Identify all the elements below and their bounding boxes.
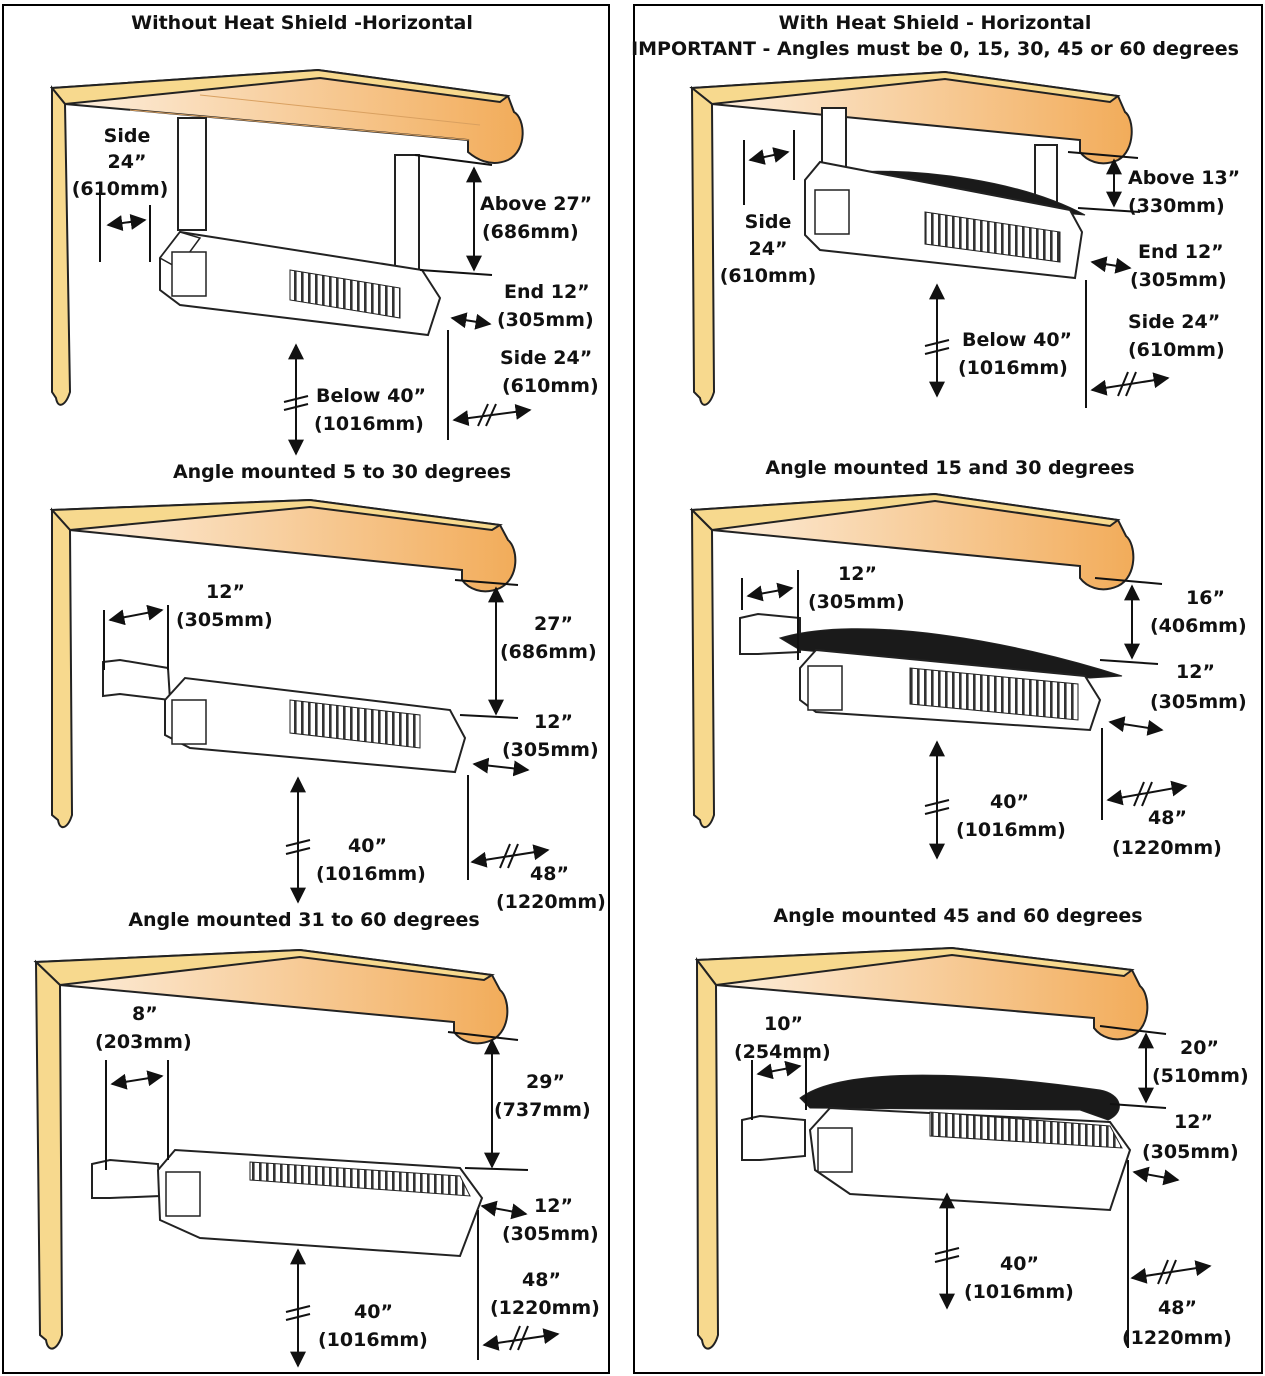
label-side-clearance-mm: (1220mm) [1112, 837, 1222, 859]
label-above-clearance: 20” [1180, 1037, 1219, 1059]
dimension-lines [103, 579, 550, 904]
right-diagram-1: Side 24” (610mm) Above 13” (330mm) End 1… [689, 70, 1240, 408]
label-side2-clearance-mm: (610mm) [502, 375, 599, 397]
label-side-clearance: 48” [1148, 807, 1187, 829]
label-below-clearance-mm: (1016mm) [314, 413, 424, 435]
heater-unit [158, 117, 442, 337]
right-diagram-3: 10” (254mm) 20” (510mm) 12” (305mm) 40” … [695, 946, 1249, 1350]
label-above-clearance-mm: (737mm) [494, 1099, 591, 1121]
dimension-lines [741, 570, 1188, 860]
ceiling-structure [689, 70, 1133, 406]
dimension-lines [751, 1025, 1212, 1348]
right-title-angle-45-60: Angle mounted 45 and 60 degrees [773, 905, 1142, 927]
label-side-clearance: Side [104, 125, 151, 147]
label-below-clearance: Below 40” [962, 329, 1072, 351]
dimension-lines [743, 130, 1170, 408]
label-wall-clearance-mm: (254mm) [734, 1041, 831, 1063]
label-above-clearance-mm: (406mm) [1150, 615, 1247, 637]
label-above-clearance-mm: (330mm) [1128, 195, 1225, 217]
label-above-clearance: 16” [1186, 587, 1225, 609]
label-wall-clearance-mm: (305mm) [808, 591, 905, 613]
label-end-clearance: 12” [534, 1195, 573, 1217]
label-side-clearance-mm: (610mm) [72, 178, 169, 200]
label-side-clearance-mm: (1220mm) [1122, 1327, 1232, 1349]
right-diagram-2: 12” (305mm) 16” (406mm) 12” (305mm) 40” … [689, 492, 1247, 860]
ceiling-structure [689, 492, 1135, 829]
label-end-clearance-mm: (305mm) [502, 739, 599, 761]
ceiling-structure [50, 68, 524, 406]
label-below-clearance: 40” [348, 835, 387, 857]
label-above-clearance: Above 13” [1128, 167, 1240, 189]
label-wall-clearance: 12” [206, 581, 245, 603]
label-side-clearance-in: 24” [749, 238, 788, 260]
label-wall-clearance: 12” [838, 563, 877, 585]
label-side2-clearance: Side 24” [1128, 311, 1220, 333]
label-above-clearance-mm: (510mm) [1152, 1065, 1249, 1087]
label-side-clearance: 48” [1158, 1297, 1197, 1319]
label-wall-clearance: 8” [132, 1003, 158, 1025]
right-title-angle-15-30: Angle mounted 15 and 30 degrees [765, 457, 1134, 479]
label-end-clearance: End 12” [1138, 241, 1224, 263]
label-end-clearance: End 12” [504, 281, 590, 303]
label-side-clearance: 48” [530, 863, 569, 885]
label-below-clearance-mm: (1016mm) [964, 1281, 1074, 1303]
label-above-clearance-mm: (686mm) [500, 641, 597, 663]
label-end-clearance: 12” [1176, 661, 1215, 683]
left-title-angle-31-60: Angle mounted 31 to 60 degrees [128, 909, 479, 931]
heater-unit [804, 107, 1086, 280]
label-below-clearance-mm: (1016mm) [316, 863, 426, 885]
label-end-clearance: 12” [1174, 1111, 1213, 1133]
right-title-important: IMPORTANT - Angles must be 0, 15, 30, 45… [631, 38, 1239, 60]
ceiling-structure [33, 948, 509, 1350]
label-side-clearance-mm: (1220mm) [496, 891, 606, 913]
label-side2-clearance: Side 24” [500, 347, 592, 369]
heater-unit [102, 658, 467, 774]
left-title-horizontal: Without Heat Shield -Horizontal [131, 12, 473, 34]
label-wall-clearance-mm: (305mm) [176, 609, 273, 631]
label-end-clearance: 12” [534, 711, 573, 733]
label-above-clearance: Above 27” [480, 193, 592, 215]
dimension-lines [99, 154, 532, 456]
label-side2-clearance-mm: (610mm) [1128, 339, 1225, 361]
label-below-clearance-mm: (1016mm) [958, 357, 1068, 379]
dimension-lines [105, 1031, 560, 1368]
label-end-clearance-mm: (305mm) [502, 1223, 599, 1245]
left-diagram-1: Side 24” (610mm) Above 27” (686mm) End 1… [50, 68, 599, 456]
right-title-horizontal: With Heat Shield - Horizontal [779, 12, 1092, 34]
heater-unit [741, 1074, 1132, 1212]
label-below-clearance: Below 40” [316, 385, 426, 407]
left-diagram-3: 8” (203mm) 29” (737mm) 12” (305mm) 48” (… [33, 948, 600, 1368]
label-end-clearance-mm: (305mm) [1130, 269, 1227, 291]
label-end-clearance-mm: (305mm) [497, 309, 594, 331]
label-side-clearance: Side [745, 211, 792, 233]
label-below-clearance: 40” [1000, 1253, 1039, 1275]
label-below-clearance: 40” [990, 791, 1029, 813]
heater-unit [91, 1148, 484, 1258]
label-above-clearance: 29” [526, 1071, 565, 1093]
label-side-clearance-in: 24” [108, 151, 147, 173]
label-above-clearance: 27” [534, 613, 573, 635]
label-side-clearance-mm: (610mm) [720, 265, 817, 287]
ceiling-structure [695, 946, 1149, 1350]
label-above-clearance-mm: (686mm) [482, 221, 579, 243]
label-below-clearance-mm: (1016mm) [318, 1329, 428, 1351]
label-end-clearance-mm: (305mm) [1150, 691, 1247, 713]
left-title-angle-5-30: Angle mounted 5 to 30 degrees [173, 461, 511, 483]
label-end-clearance-mm: (305mm) [1142, 1141, 1239, 1163]
label-below-clearance-mm: (1016mm) [956, 819, 1066, 841]
label-below-clearance: 40” [354, 1301, 393, 1323]
left-diagram-2: 12” (305mm) 27” (686mm) 12” (305mm) 40” … [49, 498, 606, 913]
label-wall-clearance-mm: (203mm) [95, 1031, 192, 1053]
label-side-clearance-mm: (1220mm) [490, 1297, 600, 1319]
label-wall-clearance: 10” [764, 1013, 803, 1035]
label-side-clearance: 48” [522, 1269, 561, 1291]
heater-unit [739, 612, 1123, 732]
